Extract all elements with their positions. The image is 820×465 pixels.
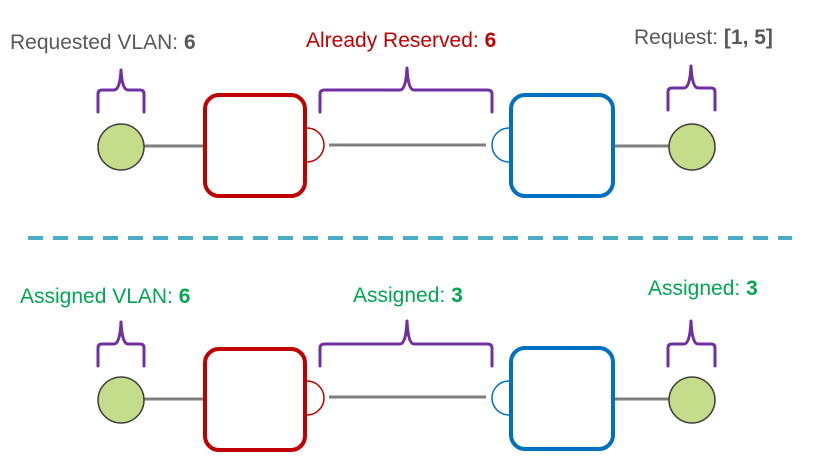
bottom-row: Assigned VLAN: 6 Assigned: 3 Assigned: 3 (20, 277, 758, 452)
top-middle-label: Already Reserved: 6 (306, 29, 496, 52)
top-right-bracket (666, 64, 717, 112)
bottom-blue-port (491, 380, 510, 416)
bottom-blue-switch (509, 346, 615, 451)
top-middle-bracket (318, 66, 494, 114)
top-red-port (306, 127, 325, 163)
bottom-right-label: Assigned: 3 (648, 277, 758, 300)
top-left-endpoint (97, 123, 145, 171)
bottom-middle-label: Assigned: 3 (353, 284, 463, 307)
bottom-red-switch (203, 347, 307, 452)
top-red-switch (203, 93, 307, 198)
bottom-left-label: Assigned VLAN: 6 (20, 285, 190, 308)
bottom-middle-bracket (318, 319, 494, 368)
bottom-left-endpoint (97, 376, 145, 424)
bottom-left-bracket (96, 320, 146, 368)
top-blue-port (491, 127, 510, 163)
top-left-label: Requested VLAN: 6 (10, 31, 196, 54)
top-right-label: Request: [1, 5] (634, 26, 773, 49)
top-blue-switch (509, 93, 615, 198)
bottom-right-endpoint (668, 376, 716, 424)
top-row: Requested VLAN: 6 Already Reserved: 6 Re… (10, 26, 773, 198)
bottom-right-bracket (666, 319, 717, 368)
top-left-bracket (96, 68, 146, 114)
bottom-red-port (306, 380, 325, 416)
top-right-endpoint (668, 123, 716, 171)
